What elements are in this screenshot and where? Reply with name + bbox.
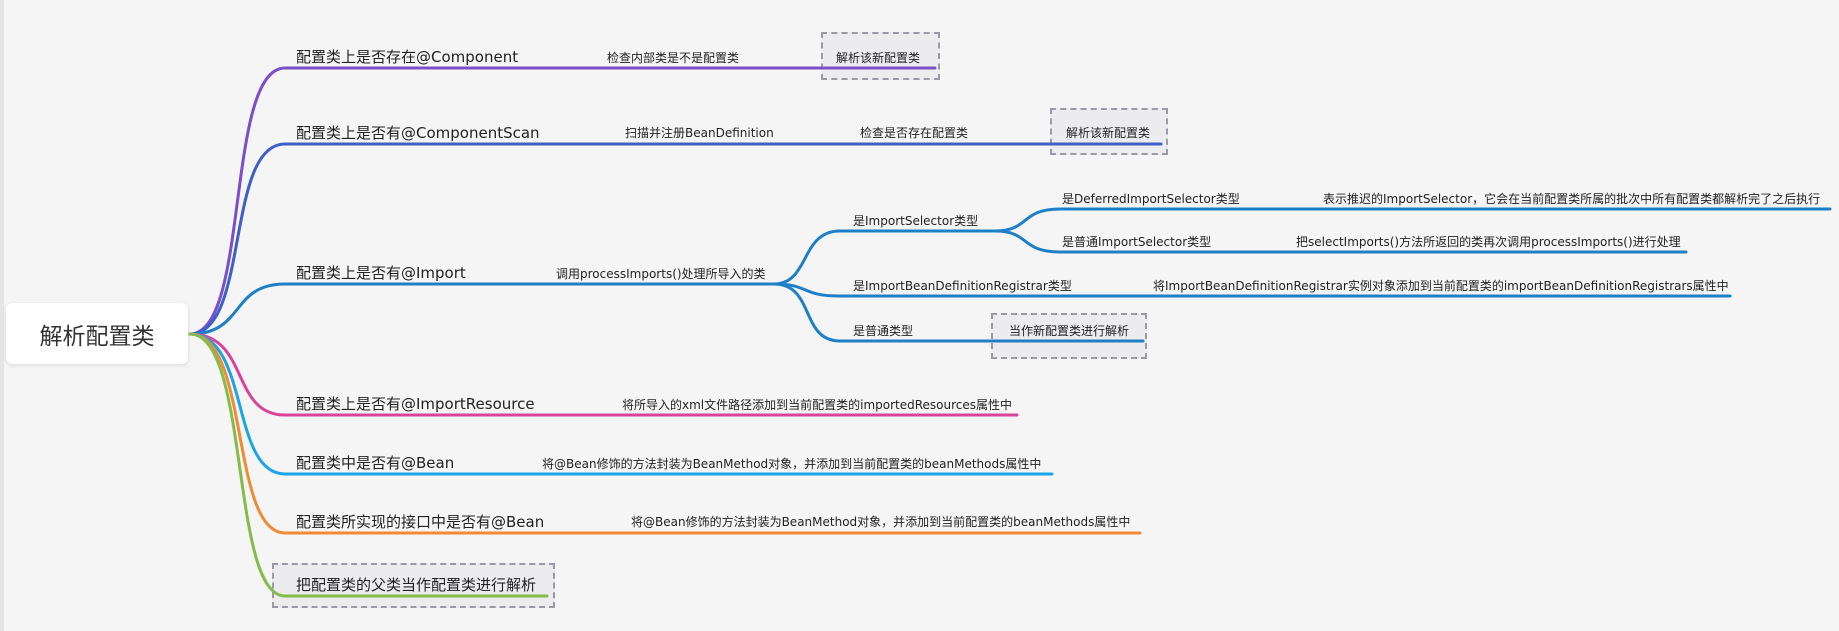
edge-import: [188, 282, 776, 336]
edge-normal-selector: [993, 229, 1688, 254]
edge-plain: [772, 282, 1145, 343]
edge-component: [188, 66, 937, 336]
canvas-edge: [0, 0, 4, 631]
root-node[interactable]: 解析配置类: [6, 303, 188, 364]
branch-interface-bean[interactable]: 配置类所实现的接口中是否有@Bean: [296, 513, 545, 531]
branch-componentscan[interactable]: 配置类上是否有@ComponentScan: [296, 124, 540, 142]
node-box-superclass[interactable]: [272, 563, 555, 608]
root-label: 解析配置类: [39, 323, 155, 350]
node-interface-bean-desc[interactable]: 将@Bean修饰的方法封装为BeanMethod对象，并添加到当前配置类的bea…: [631, 515, 1131, 529]
node-importresource-desc[interactable]: 将所导入的xml文件路径添加到当前配置类的importedResources属性…: [622, 398, 1013, 412]
edge-importresource: [188, 332, 1019, 417]
branch-import[interactable]: 配置类上是否有@Import: [296, 264, 466, 282]
node-registrar[interactable]: 是ImportBeanDefinitionRegistrar类型: [853, 279, 1072, 293]
node-box-parse-new-2[interactable]: [1050, 108, 1168, 155]
edge-superclass: [188, 332, 549, 598]
edge-import-selector: [772, 229, 997, 286]
edge-bean: [188, 332, 1054, 476]
node-process-imports[interactable]: 调用processImports()处理所导入的类: [556, 267, 766, 281]
node-bean-desc[interactable]: 将@Bean修饰的方法封装为BeanMethod对象，并添加到当前配置类的bea…: [542, 457, 1042, 471]
node-scan-register[interactable]: 扫描并注册BeanDefinition: [625, 126, 774, 140]
branch-importresource[interactable]: 配置类上是否有@ImportResource: [296, 395, 535, 413]
node-normal-selector[interactable]: 是普通ImportSelector类型: [1062, 235, 1212, 249]
node-parse-new-config-1: 解析该新配置类: [836, 51, 921, 65]
node-plain-desc: 当作新配置类进行解析: [1009, 324, 1130, 338]
node-normal-selector-desc[interactable]: 把selectImports()方法所返回的类再次调用processImport…: [1296, 235, 1681, 249]
node-deferred-desc[interactable]: 表示推迟的ImportSelector，它会在当前配置类所属的批次中所有配置类都…: [1323, 192, 1821, 206]
edge-interface-bean: [188, 332, 1142, 535]
node-plain-type[interactable]: 是普通类型: [853, 324, 914, 338]
node-import-selector[interactable]: 是ImportSelector类型: [853, 214, 979, 228]
node-check-config[interactable]: 检查是否存在配置类: [860, 126, 969, 140]
node-check-inner-class[interactable]: 检查内部类是不是配置类: [607, 51, 740, 65]
node-box-parse-new-1[interactable]: [821, 32, 940, 80]
branch-bean[interactable]: 配置类中是否有@Bean: [296, 454, 455, 472]
branch-component[interactable]: 配置类上是否存在@Component: [296, 48, 519, 66]
node-deferred-selector[interactable]: 是DeferredImportSelector类型: [1062, 192, 1240, 206]
branch-superclass: 把配置类的父类当作配置类进行解析: [296, 576, 537, 594]
edge-deferred: [993, 207, 1832, 233]
node-registrar-desc[interactable]: 将ImportBeanDefinitionRegistrar实例对象添加到当前配…: [1153, 279, 1729, 293]
edge-componentscan: [188, 142, 1163, 336]
node-box-plain-parse[interactable]: [991, 313, 1147, 359]
node-parse-new-config-2: 解析该新配置类: [1066, 126, 1151, 140]
